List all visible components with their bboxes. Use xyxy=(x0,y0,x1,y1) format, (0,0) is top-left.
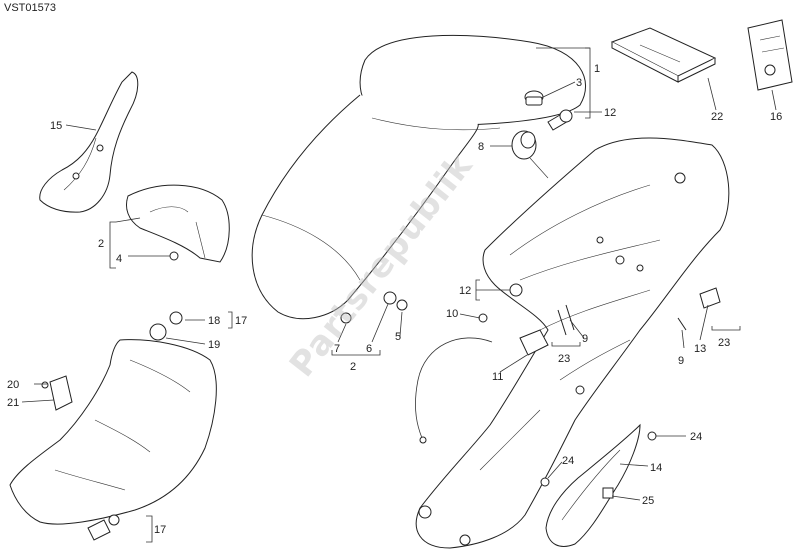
callout-21: 21 xyxy=(7,397,19,409)
side-cover-part-15 xyxy=(39,71,139,213)
callout-labels: 1 2 2 3 4 5 6 7 8 9 9 10 11 12 12 13 14 … xyxy=(7,63,782,536)
side-cover-part-14 xyxy=(545,423,641,547)
callout-9b: 9 xyxy=(678,355,684,367)
callout-17a: 17 xyxy=(235,315,247,327)
undertray-part xyxy=(9,311,217,541)
rear-subframe xyxy=(415,137,730,549)
release-cable-part xyxy=(415,313,549,444)
callout-14: 14 xyxy=(650,462,662,474)
diagram-code: VST01573 xyxy=(4,2,56,14)
callout-3: 3 xyxy=(576,77,582,89)
callout-19: 19 xyxy=(208,339,220,351)
callout-1: 1 xyxy=(594,63,600,75)
callout-2: 2 xyxy=(98,238,104,250)
leader-lines xyxy=(21,47,777,543)
callout-6: 6 xyxy=(366,343,372,355)
callout-9a: 9 xyxy=(582,333,588,345)
callout-10: 10 xyxy=(446,308,458,320)
callout-12a: 12 xyxy=(604,107,616,119)
callout-15: 15 xyxy=(50,120,62,132)
seat-tray-part xyxy=(126,184,230,263)
callout-7: 7 xyxy=(334,343,340,355)
callout-8: 8 xyxy=(478,141,484,153)
callout-13: 13 xyxy=(694,343,706,355)
callout-2b: 2 xyxy=(350,361,356,373)
callout-12b: 12 xyxy=(459,285,471,297)
document-kit-part-22 xyxy=(610,27,717,83)
callout-17b: 17 xyxy=(154,524,166,536)
callout-16: 16 xyxy=(770,111,782,123)
callout-11: 11 xyxy=(492,371,503,383)
callout-18: 18 xyxy=(208,315,220,327)
callout-24a: 24 xyxy=(690,431,702,443)
fasteners xyxy=(169,251,721,499)
callout-22: 22 xyxy=(711,111,723,123)
callout-5: 5 xyxy=(395,331,401,343)
tool-bag-part-16 xyxy=(747,19,793,91)
callout-20: 20 xyxy=(7,379,19,391)
callout-25: 25 xyxy=(642,495,654,507)
seat-part xyxy=(251,34,586,320)
callout-4: 4 xyxy=(116,253,122,265)
callout-24b: 24 xyxy=(562,455,574,467)
lock-parts xyxy=(511,90,573,179)
callout-23a: 23 xyxy=(558,353,570,365)
callout-23b: 23 xyxy=(718,337,730,349)
